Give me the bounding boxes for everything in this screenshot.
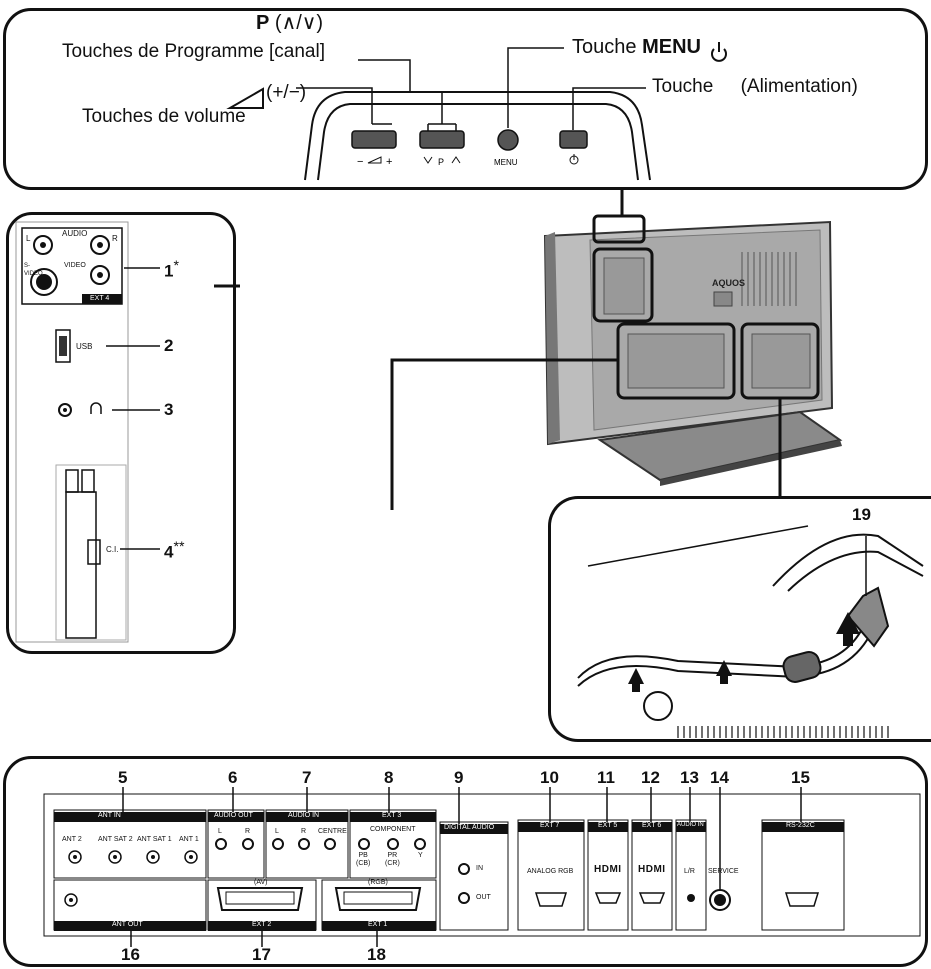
- program-keys-label: Touches de Programme [canal]: [62, 41, 325, 62]
- audio-out-r: R: [245, 828, 251, 835]
- callout-1: 1*: [164, 258, 179, 281]
- side-ext4-label: EXT 4: [90, 295, 110, 302]
- tv-brand-logo: AQUOS: [712, 278, 746, 288]
- rs232c-label: RS-232C: [786, 822, 815, 829]
- ext6-label: EXT 6: [642, 822, 662, 829]
- callout-3: 3: [164, 400, 174, 419]
- antsat1-label: ANT SAT 1: [137, 836, 172, 843]
- side-audio-label: AUDIO: [62, 229, 88, 238]
- digital-in-label: IN: [476, 865, 483, 872]
- digital-out-label: OUT: [476, 894, 491, 901]
- p-label: P (∧/∨): [256, 12, 324, 34]
- callout-19: 19: [852, 505, 871, 524]
- callout-9: 9: [454, 768, 464, 787]
- audio-out-label: AUDIO OUT: [214, 812, 253, 819]
- callout-16: 16: [121, 945, 140, 964]
- callout-13: 13: [680, 768, 699, 787]
- tv-rear-drawing: [390, 190, 843, 510]
- top-panel: [3, 8, 928, 190]
- audio-in-label: AUDIO IN: [288, 812, 320, 819]
- callout-14: 14: [710, 768, 729, 787]
- audio-in2-label: AUDIO IN: [677, 822, 704, 828]
- service-label: SERVICE: [708, 868, 739, 875]
- analog-rgb-label: ANALOG RGB: [527, 868, 574, 875]
- callout-18: 18: [367, 945, 386, 964]
- lr-label: L/R: [684, 868, 695, 875]
- callout-12: 12: [641, 768, 660, 787]
- ant-out-label: ANT OUT: [112, 921, 143, 928]
- pb-label: PB(CB): [356, 852, 371, 867]
- y-label: Y: [418, 852, 423, 859]
- callout-15: 15: [791, 768, 810, 787]
- side-svideo-label: S-VIDEO: [24, 263, 43, 277]
- ant2-label: ANT 2: [62, 836, 82, 843]
- svg-text:−: −: [357, 156, 363, 168]
- audio-out-l: L: [218, 828, 222, 835]
- ext5-label: EXT 5: [598, 822, 618, 829]
- hdmi-logo-ext5: HDMI: [594, 864, 622, 875]
- volume-symbol: (+/−): [266, 82, 307, 103]
- callout-4: 4**: [164, 539, 185, 562]
- pr-label: PR(CR): [385, 852, 400, 867]
- svg-text:P: P: [438, 157, 444, 167]
- rgb-label: (RGB): [368, 879, 388, 886]
- callout-8: 8: [384, 768, 394, 787]
- audio-in-centre: CENTRE: [318, 828, 347, 835]
- callout-17: 17: [252, 945, 271, 964]
- callout-7: 7: [302, 768, 312, 787]
- audio-in-r: R: [301, 828, 307, 835]
- callout-6: 6: [228, 768, 238, 787]
- svg-text:MENU: MENU: [494, 158, 518, 167]
- ext1-label: EXT 1: [368, 921, 388, 928]
- power-cord-drawing: [577, 525, 924, 738]
- antsat2-label: ANT SAT 2: [98, 836, 133, 843]
- side-panel-drawing: [15, 221, 240, 643]
- side-r-label: R: [112, 234, 118, 243]
- side-usb-label: USB: [76, 342, 93, 351]
- ant1-label: ANT 1: [179, 836, 199, 843]
- ext3-label: EXT 3: [382, 812, 402, 819]
- callout-5: 5: [118, 768, 128, 787]
- digital-audio-label: DIGITAL AUDIO: [444, 824, 495, 831]
- menu-key-label: Touche MENU: [572, 36, 701, 58]
- power-key-label: Touche (Alimentation): [652, 76, 858, 97]
- bottom-panel-drawing: [43, 787, 921, 947]
- top-panel-drawing: − + P MENU: [226, 42, 727, 181]
- side-video-label: VIDEO: [64, 262, 86, 269]
- ext2-label: EXT 2: [252, 921, 272, 928]
- audio-in-l: L: [275, 828, 279, 835]
- side-l-label: L: [26, 234, 31, 243]
- av-label: (AV): [254, 879, 268, 886]
- hdmi-logo-ext6: HDMI: [638, 864, 666, 875]
- callout-10: 10: [540, 768, 559, 787]
- volume-keys-label: Touches de volume: [82, 106, 246, 127]
- callout-2: 2: [164, 336, 174, 355]
- callout-11: 11: [597, 768, 615, 787]
- component-label: COMPONENT: [370, 826, 416, 833]
- ant-in-label: ANT IN: [98, 812, 121, 819]
- side-ci-label: C.I.: [106, 545, 119, 554]
- ext7-label: EXT 7: [540, 822, 560, 829]
- svg-text:+: +: [386, 156, 392, 168]
